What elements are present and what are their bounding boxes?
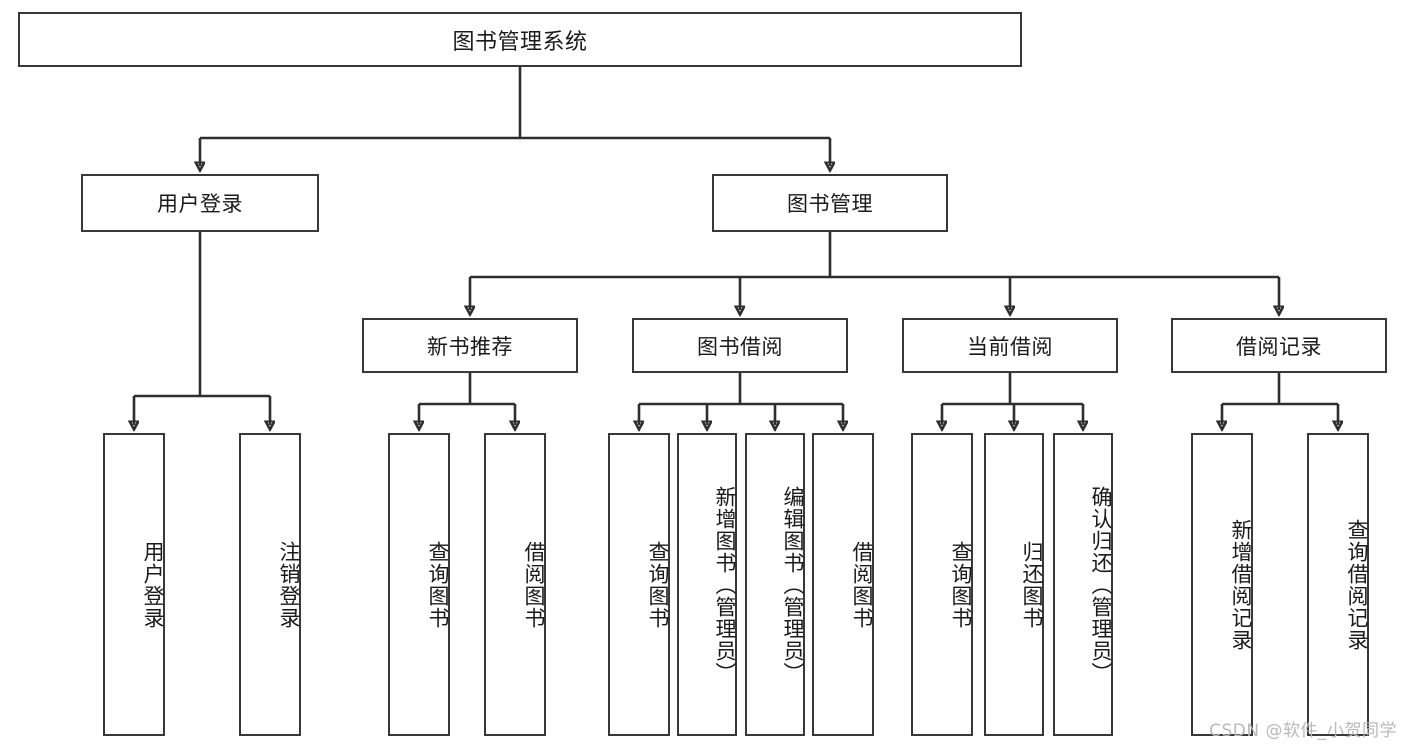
leaf-query-borrow-record[interactable]: 查询借阅记录 [1307, 433, 1369, 736]
node-book-borrow-label: 图书借阅 [697, 334, 783, 359]
leaf-edit-book-admin[interactable]: 编辑图书（管理员） [745, 433, 805, 736]
leaf-add-book-admin[interactable]: 新增图书（管理员） [677, 433, 737, 736]
leaf-borrow-book[interactable]: 借阅图书 [812, 433, 874, 736]
leaf-borrow-book-label: 借阅图书 [850, 540, 874, 629]
node-book-management[interactable]: 图书管理 [712, 174, 948, 232]
node-root[interactable]: 图书管理系统 [18, 12, 1022, 67]
node-user-login-label: 用户登录 [157, 192, 243, 216]
node-root-label: 图书管理系统 [452, 29, 588, 55]
node-borrow-record[interactable]: 借阅记录 [1171, 318, 1387, 373]
node-current-borrow-label: 当前借阅 [967, 334, 1053, 359]
node-book-borrow[interactable]: 图书借阅 [632, 318, 848, 373]
leaf-query-borrow-record-label: 查询借阅记录 [1345, 518, 1369, 651]
node-book-management-label: 图书管理 [787, 192, 873, 216]
leaf-query-book-current[interactable]: 查询图书 [911, 433, 973, 736]
leaf-borrow-book-recommend-label: 借阅图书 [522, 540, 546, 629]
leaf-user-logout[interactable]: 注销登录 [239, 433, 301, 736]
leaf-user-login-label: 用户登录 [141, 540, 165, 629]
node-user-login[interactable]: 用户登录 [81, 174, 319, 232]
leaf-query-book-current-label: 查询图书 [949, 540, 973, 629]
leaf-confirm-return-admin-label: 确认归还（管理员） [1089, 485, 1113, 684]
leaf-query-book-recommend[interactable]: 查询图书 [388, 433, 450, 736]
leaf-add-borrow-record[interactable]: 新增借阅记录 [1191, 433, 1253, 736]
leaf-borrow-book-recommend[interactable]: 借阅图书 [484, 433, 546, 736]
leaf-query-book-recommend-label: 查询图书 [426, 540, 450, 629]
leaf-user-login[interactable]: 用户登录 [103, 433, 165, 736]
leaf-user-logout-label: 注销登录 [277, 540, 301, 629]
node-borrow-record-label: 借阅记录 [1236, 334, 1322, 359]
leaf-query-book-borrow[interactable]: 查询图书 [608, 433, 670, 736]
leaf-add-borrow-record-label: 新增借阅记录 [1229, 518, 1253, 651]
leaf-query-book-borrow-label: 查询图书 [646, 540, 670, 629]
leaf-add-book-admin-label: 新增图书（管理员） [713, 485, 737, 684]
node-current-borrow[interactable]: 当前借阅 [902, 318, 1118, 373]
leaf-return-book[interactable]: 归还图书 [984, 433, 1044, 736]
leaf-return-book-label: 归还图书 [1020, 540, 1044, 629]
leaf-edit-book-admin-label: 编辑图书（管理员） [781, 485, 805, 684]
watermark: CSDN @软件_小贺同学 [1209, 721, 1397, 741]
node-new-book-recommend-label: 新书推荐 [427, 334, 513, 359]
node-new-book-recommend[interactable]: 新书推荐 [362, 318, 578, 373]
leaf-confirm-return-admin[interactable]: 确认归还（管理员） [1053, 433, 1113, 736]
